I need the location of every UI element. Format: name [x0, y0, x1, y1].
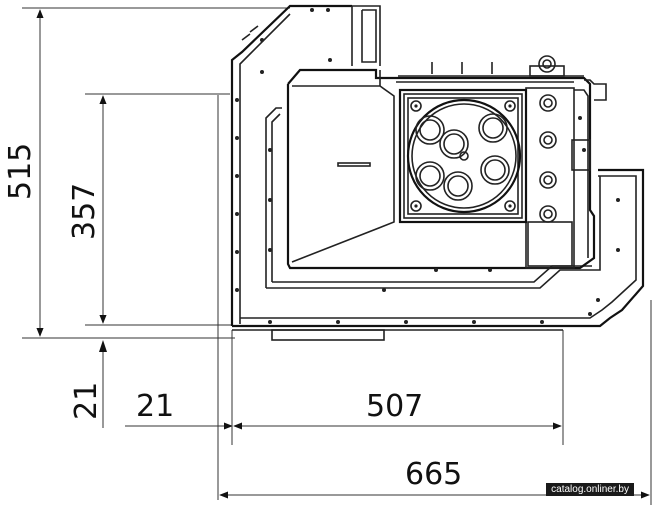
- top-clips: [241, 25, 493, 74]
- dimension-357: 357: [67, 93, 232, 326]
- dimension-515: 515: [3, 7, 290, 339]
- control-knobs: [539, 94, 557, 223]
- dimension-665-label: 665: [405, 457, 462, 492]
- dimension-21-vertical-label: 21: [69, 382, 104, 420]
- door-corner-bolts: [410, 100, 516, 212]
- dimension-357-label: 357: [67, 183, 102, 240]
- dimension-515-label: 515: [3, 143, 38, 200]
- dimension-507: 507: [217, 95, 564, 500]
- rivets: [235, 8, 620, 324]
- dimension-21-vertical: 21: [69, 340, 107, 428]
- dimension-507-label: 507: [366, 389, 423, 424]
- watermark: catalog.onliner.by: [546, 483, 634, 496]
- top-right-fitting: [529, 55, 565, 77]
- dimension-21-horizontal-label: 21: [136, 389, 174, 424]
- burner-door: [398, 88, 528, 224]
- dimension-21-horizontal: 21: [125, 389, 233, 430]
- burner-holes: [415, 113, 510, 201]
- body-outline: [230, 4, 645, 341]
